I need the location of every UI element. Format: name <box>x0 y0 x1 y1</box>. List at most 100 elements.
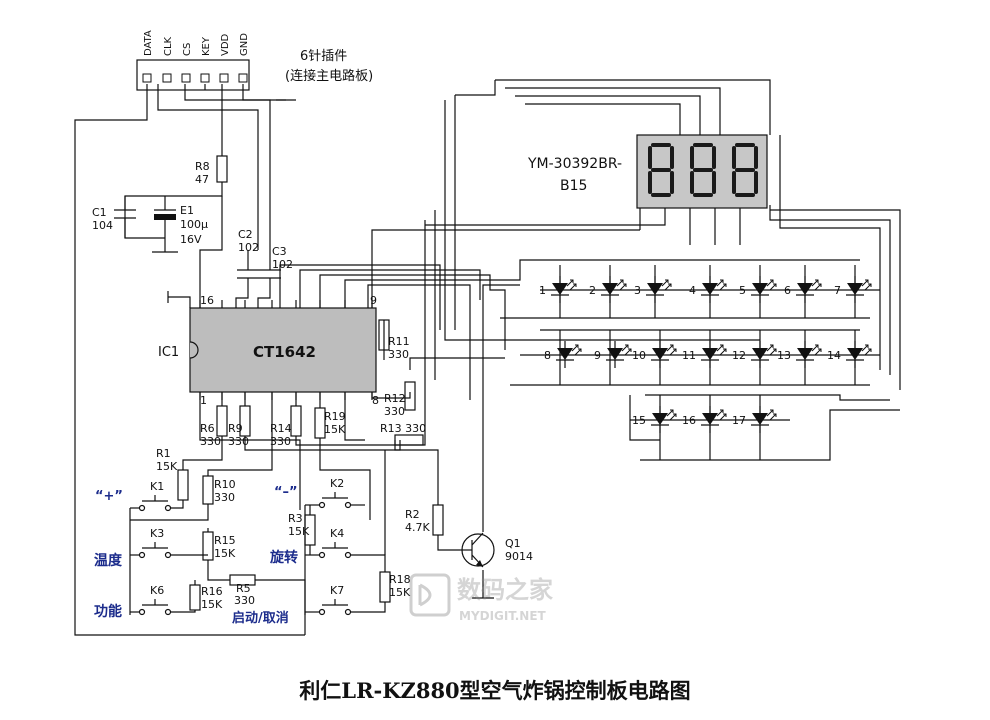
led-5: 5 <box>739 276 777 303</box>
r1-value: 15K <box>156 460 178 473</box>
resistor-r3 <box>304 514 316 546</box>
connector-pin-label: KEY <box>201 36 212 56</box>
q1-value: 9014 <box>505 550 533 563</box>
resistor-r11 <box>378 319 390 351</box>
led-6: 6 <box>784 276 822 303</box>
led-number: 4 <box>689 284 696 297</box>
r15-ref: R15 <box>214 534 236 547</box>
watermark: 数码之家 MYDIGIT.NET <box>409 573 553 623</box>
switch-k7: K7 <box>318 584 352 616</box>
connector-pin-data <box>142 73 152 83</box>
display-part-suffix: B15 <box>560 178 587 194</box>
ic-pin16-label: 16 <box>200 294 214 307</box>
switch-label: K3 <box>150 527 164 540</box>
r10-value: 330 <box>214 491 235 504</box>
key-label-function: 功能 <box>94 603 122 620</box>
connector-pin-label: CLK <box>163 36 174 56</box>
switch-k2: K2 <box>318 477 352 509</box>
connector-pin-label: VDD <box>220 33 231 56</box>
diagram-title: 利仁LR-KZ880型空气炸锅控制板电路图 <box>299 678 690 703</box>
r19-value: 15K <box>324 423 346 436</box>
connector-label: 6针插件 <box>300 49 347 64</box>
led-1: 1 <box>539 276 577 303</box>
led-number: 8 <box>544 349 551 362</box>
transistor-q1 <box>460 532 495 568</box>
resistor-r12 <box>404 381 416 411</box>
key-label-temperature: 温度 <box>94 552 123 569</box>
led-number: 16 <box>682 414 696 427</box>
connector-pin-clk <box>162 73 172 83</box>
connector-pin-gnd <box>238 73 248 83</box>
led-4: 4 <box>689 276 727 303</box>
switch-label: K1 <box>150 480 164 493</box>
led-13: 13 <box>777 341 822 368</box>
led-number: 15 <box>632 414 646 427</box>
c1-value: 104 <box>92 219 113 232</box>
resistor-r18 <box>379 571 391 603</box>
r8-value: 47 <box>195 173 209 186</box>
r15-value: 15K <box>214 547 236 560</box>
c1-ref: C1 <box>92 206 107 219</box>
e1-value: 100μ <box>180 218 208 231</box>
led-number: 6 <box>784 284 791 297</box>
r3-ref: R3 <box>288 512 303 525</box>
resistor-r2 <box>432 504 444 536</box>
r11-ref: R11 <box>388 335 410 348</box>
switch-label: K4 <box>330 527 344 540</box>
resistor-r5 <box>229 574 256 586</box>
resistor-r19 <box>314 407 326 439</box>
r12-value: 330 <box>384 405 405 418</box>
connector-pin-label: CS <box>182 43 193 56</box>
capacitors <box>114 209 281 279</box>
display-part-number: YM-30392BR- <box>527 156 622 172</box>
switch-k3: K3 <box>138 527 172 559</box>
led-number: 9 <box>594 349 601 362</box>
c2-ref: C2 <box>238 228 253 241</box>
resistor-r9 <box>239 405 251 437</box>
led-2: 2 <box>589 276 627 303</box>
r18-ref: R18 <box>389 573 411 586</box>
r10-ref: R10 <box>214 478 236 491</box>
resistor-r16 <box>189 584 201 611</box>
ic-ref: IC1 <box>158 345 179 360</box>
connector-pin-label: DATA <box>143 30 154 56</box>
r5-value: 330 <box>234 594 255 607</box>
led-number: 10 <box>632 349 646 362</box>
key-label-minus: “–” <box>274 485 298 500</box>
led-number: 3 <box>634 284 641 297</box>
led-7: 7 <box>834 276 872 303</box>
resistor-r8 <box>216 155 228 183</box>
led-3: 3 <box>634 276 672 303</box>
led-8: 8 <box>544 341 582 368</box>
resistors <box>177 155 444 611</box>
switch-label: K6 <box>150 584 164 597</box>
resistor-r14 <box>290 405 302 437</box>
led-number: 7 <box>834 284 841 297</box>
key-label-plus: “+” <box>95 489 123 504</box>
r9-ref: R9 <box>228 422 243 435</box>
resistor-r1 <box>177 469 189 501</box>
led-16: 16 <box>682 406 727 433</box>
ic-ct1642 <box>189 300 377 400</box>
led-17: 17 <box>732 406 777 433</box>
key-label-rotate: 旋转 <box>269 549 298 566</box>
component-labels: R847R11330R12330R6330R9330R14330R1915KR1… <box>92 160 533 611</box>
r1-ref: R1 <box>156 447 171 460</box>
connector-pin-vdd <box>219 73 229 83</box>
led-number: 12 <box>732 349 746 362</box>
ic-pin1-label: 1 <box>200 394 207 407</box>
e1-ref: E1 <box>180 204 194 217</box>
led-number: 5 <box>739 284 746 297</box>
r12-ref: R12 <box>384 392 406 405</box>
led-15: 15 <box>632 406 677 433</box>
r13-label: R13 330 <box>380 422 426 435</box>
r16-value: 15K <box>201 598 223 611</box>
resistor-r6 <box>216 405 228 437</box>
switch-k1: K1 <box>138 480 172 512</box>
led-10: 10 <box>632 341 677 368</box>
r11-value: 330 <box>388 348 409 361</box>
connector-pin-cs <box>181 73 191 83</box>
seven-segment-display <box>636 134 768 209</box>
